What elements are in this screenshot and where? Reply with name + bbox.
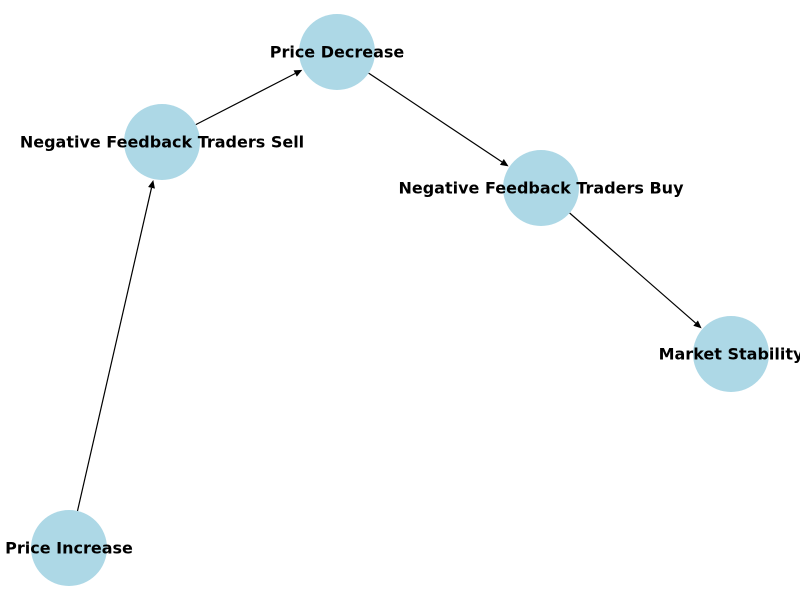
arrow-head-icon (499, 159, 509, 167)
edge-price-decrease-to-neg-buy (368, 72, 509, 167)
edge-neg-sell-to-price-decrease (195, 69, 303, 126)
node-price-increase-label: Price Increase (5, 539, 133, 558)
node-neg-buy-circle (503, 150, 579, 226)
node-negative-feedback-traders-buy: Negative Feedback Traders Buy (398, 150, 684, 226)
arrow-head-icon (148, 180, 155, 189)
edge-line (368, 72, 503, 163)
node-neg-sell-label: Negative Feedback Traders Sell (20, 133, 304, 152)
edges-layer (76, 69, 702, 512)
edge-line (569, 212, 697, 324)
node-neg-buy-label: Negative Feedback Traders Buy (398, 179, 684, 198)
node-market-stability-label: Market Stability (659, 345, 800, 364)
arrow-head-icon (293, 69, 303, 77)
node-price-increase-circle (31, 510, 107, 586)
node-market-stability-circle (693, 316, 769, 392)
edge-neg-buy-to-market-stability (569, 212, 702, 329)
arrow-head-icon (693, 320, 702, 329)
node-negative-feedback-traders-sell: Negative Feedback Traders Sell (20, 104, 304, 180)
edge-line (76, 187, 153, 512)
node-neg-sell-circle (124, 104, 200, 180)
node-price-decrease-label: Price Decrease (270, 43, 405, 62)
node-market-stability: Market Stability (659, 316, 800, 392)
node-price-increase: Price Increase (5, 510, 133, 586)
node-price-decrease-circle (299, 14, 375, 90)
edge-line (195, 72, 296, 126)
node-price-decrease: Price Decrease (270, 14, 405, 90)
edge-price-increase-to-neg-sell (76, 180, 155, 512)
nodes-layer: Price Increase Negative Feedback Traders… (5, 14, 800, 586)
